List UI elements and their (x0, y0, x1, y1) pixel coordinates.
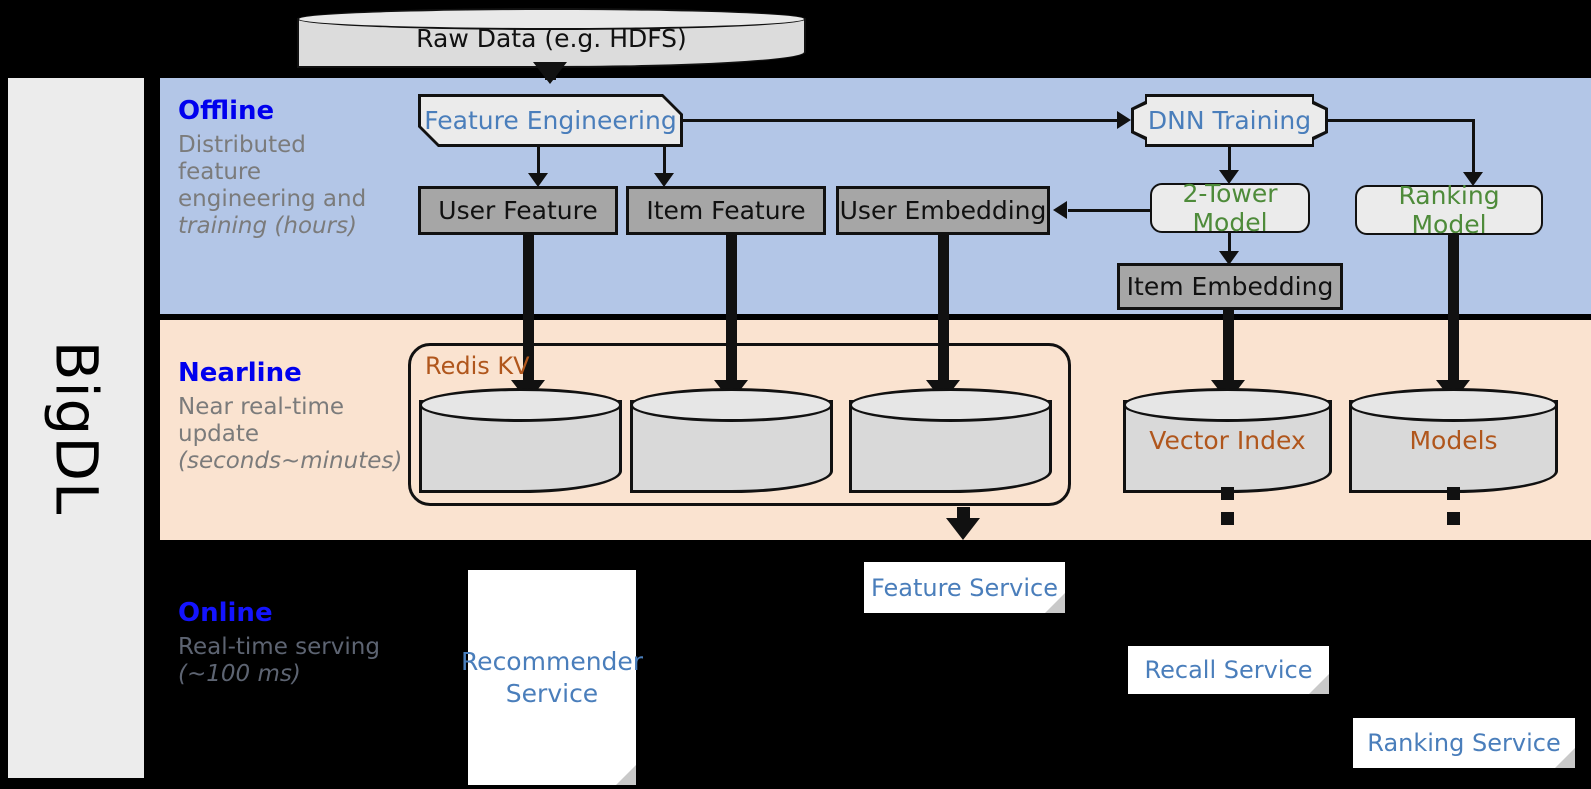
raw-data-label: Raw Data (e.g. HDFS) (416, 23, 687, 53)
store-user-embedding[interactable] (849, 388, 1052, 493)
online-title: Online (178, 598, 273, 628)
database-icon-top (1349, 388, 1558, 422)
online-desc-emphasis: (~100 ms) (178, 660, 301, 687)
store-user-embedding-label (849, 388, 1052, 493)
document-icon (468, 570, 636, 785)
nearline-title: Nearline (178, 358, 302, 388)
node-ranking-model[interactable]: Ranking Model (1355, 181, 1543, 239)
database-icon-top (419, 388, 622, 422)
pipe-userfeature-store (523, 233, 534, 388)
database-icon-top (630, 388, 833, 422)
store-user-feature-label (419, 388, 622, 493)
arrowhead-store-featureservice (946, 518, 980, 540)
connector-stub-vectorindex-b (1221, 512, 1234, 525)
connector-dnn-ranking-h (1328, 119, 1475, 122)
store-user-feature[interactable] (419, 388, 622, 493)
node-2-tower-model[interactable]: 2-Tower Model (1150, 179, 1310, 237)
arrowhead-dnn-2tower (1219, 170, 1239, 184)
document-icon (864, 562, 1065, 613)
models-label: Models (1409, 426, 1498, 455)
arrowhead-fe-dnn (1117, 111, 1131, 129)
node-feature-service[interactable]: Feature Service (864, 562, 1065, 613)
nearline-desc-emphasis: (seconds~minutes) (178, 447, 403, 474)
ranking-service-label: Ranking Service (1367, 729, 1561, 757)
store-item-feature[interactable] (630, 388, 833, 493)
pipe-userembedding-store (938, 233, 949, 388)
offline-description: Distributed feature engineering and trai… (178, 132, 393, 240)
raw-data-store[interactable]: Raw Data (e.g. HDFS) (297, 8, 806, 68)
connector-fe-dnn (683, 119, 1117, 122)
online-caption: Online Real-time serving (~100 ms) (178, 598, 393, 688)
pipe-rankingmodel-models (1448, 233, 1459, 388)
store-item-feature-label (630, 388, 833, 493)
pipe-itemfeature-store (726, 233, 737, 388)
database-icon-top (849, 388, 1052, 422)
recall-service-label: Recall Service (1144, 656, 1313, 684)
arrowhead-fe-itemfeature (654, 173, 674, 187)
connector-stub-featureservice (957, 507, 970, 520)
connector-fe-itemfeature (663, 147, 666, 179)
arrowhead-2tower-userembedding (1053, 201, 1067, 219)
database-icon-top (297, 8, 806, 30)
bigdl-sidebar-panel (8, 78, 144, 778)
arrowhead-2tower-itemembedding (1219, 251, 1239, 265)
connector-stub-models-b (1447, 512, 1460, 525)
node-recall-service[interactable]: Recall Service (1128, 646, 1329, 694)
offline-caption: Offline Distributed feature engineering … (178, 96, 393, 240)
connector-2tower-userembedding (1068, 209, 1152, 212)
node-recommender-service[interactable]: Recommender Service (460, 570, 644, 785)
redis-kv-group (408, 343, 1071, 506)
connector-stub-models-a (1447, 487, 1460, 500)
node-ranking-service[interactable]: Ranking Service (1353, 718, 1575, 768)
redis-kv-label: Redis KV (425, 352, 530, 380)
arrowhead-dnn-ranking (1463, 172, 1483, 186)
offline-desc-emphasis: training (hours) (178, 212, 358, 239)
node-item-feature[interactable]: Item Feature (626, 186, 826, 235)
connector-dnn-ranking-v (1472, 119, 1475, 177)
document-icon (1353, 718, 1575, 768)
connector-fe-userfeature (537, 147, 540, 179)
node-dnn-training[interactable]: DNN Training (1131, 94, 1328, 147)
arrowhead-rawdata-fe (533, 62, 567, 84)
offline-title: Offline (178, 96, 275, 126)
dnn-training-label: DNN Training (1134, 97, 1325, 144)
store-models[interactable]: Models (1349, 388, 1558, 493)
connector-2tower-itemembedding (1228, 233, 1231, 255)
feature-service-label: Feature Service (870, 573, 1059, 602)
vector-index-label: Vector Index (1149, 426, 1306, 455)
node-item-embedding[interactable]: Item Embedding (1117, 263, 1343, 310)
nearline-description: Near real-time update (seconds~minutes) (178, 394, 402, 475)
database-icon-top (1123, 388, 1332, 422)
online-description: Real-time serving (~100 ms) (178, 634, 393, 688)
recommender-service-label: Recommender Service (460, 647, 644, 708)
store-vector-index[interactable]: Vector Index (1123, 388, 1332, 493)
nearline-caption: Nearline Near real-time update (seconds~… (178, 358, 402, 475)
feature-engineering-label: Feature Engineering (421, 97, 680, 144)
connector-stub-vectorindex-a (1221, 487, 1234, 500)
connector-dnn-2tower (1228, 147, 1231, 175)
document-icon (1128, 646, 1329, 694)
node-user-feature[interactable]: User Feature (418, 186, 618, 235)
nearline-desc-text: Near real-time update (178, 394, 345, 447)
online-desc-text: Real-time serving (178, 634, 380, 660)
node-user-embedding[interactable]: User Embedding (836, 186, 1050, 235)
pipe-itemembedding-vectorindex (1223, 308, 1234, 388)
offline-desc-text: Distributed feature engineering and (178, 132, 367, 212)
arrowhead-fe-userfeature (528, 173, 548, 187)
node-feature-engineering[interactable]: Feature Engineering (418, 94, 683, 147)
